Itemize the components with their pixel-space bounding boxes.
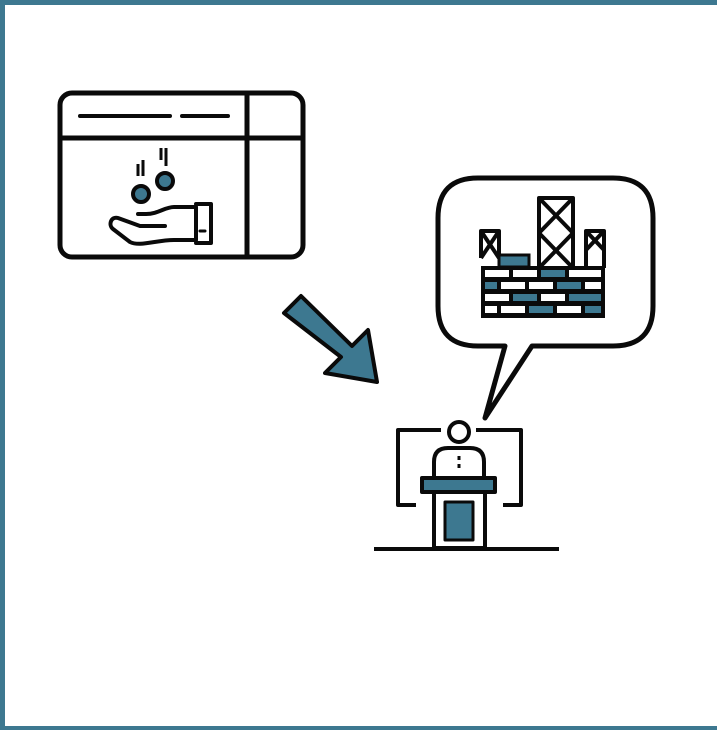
card-with-hand-and-coins-icon [57, 90, 306, 260]
construction-wall-icon [479, 196, 606, 318]
speaker-at-podium-icon [374, 420, 559, 551]
arrow-down-right-icon [282, 294, 379, 384]
